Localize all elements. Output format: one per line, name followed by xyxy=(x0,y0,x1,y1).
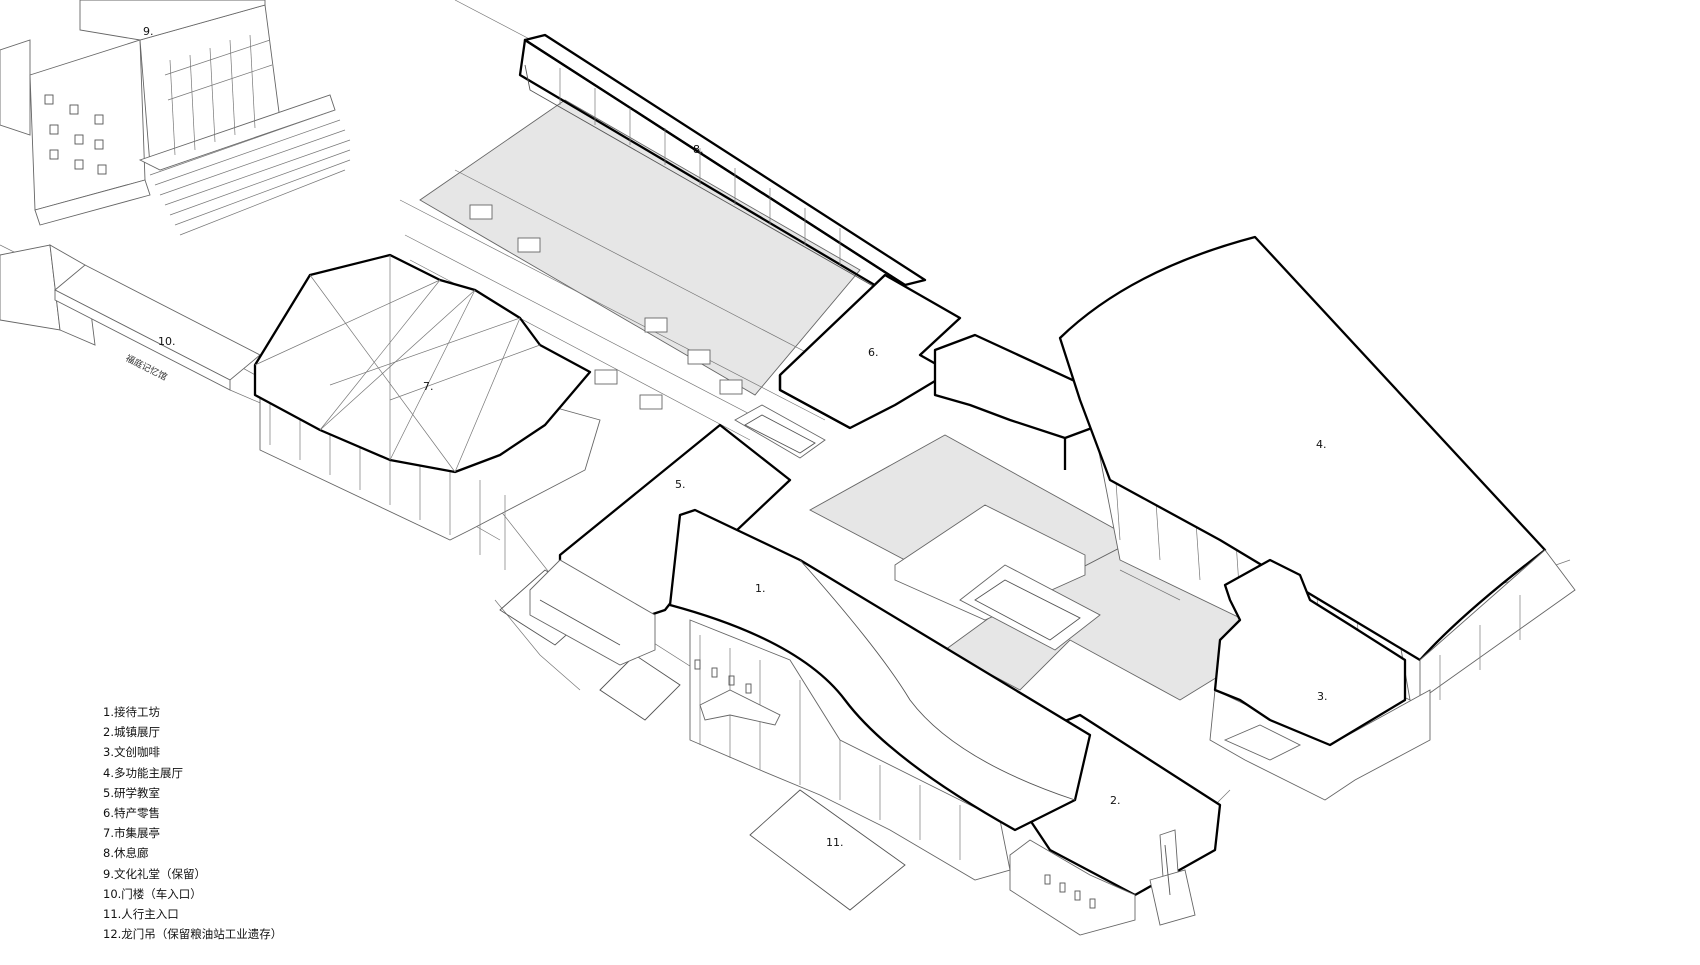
building-7-label: 7. xyxy=(423,380,434,393)
building-9-label: 9. xyxy=(143,25,154,38)
legend-item-11: 11.人行主入口 xyxy=(103,907,179,922)
gate-sign: 福庭记忆馆 xyxy=(124,352,170,383)
building-6-specialty-retail: 6. xyxy=(778,273,1107,470)
building-2-label: 2. xyxy=(1110,794,1121,807)
legend-item-9: 9.文化礼堂（保留） xyxy=(103,866,206,881)
legend-item-2: 2.城镇展厅 xyxy=(103,725,160,740)
legend-item-8: 8.休息廊 xyxy=(103,846,149,861)
courtyard-skylights xyxy=(469,204,743,410)
legend-item-12: 12.龙门吊（保留粮油站工业遗存） xyxy=(103,927,283,942)
legend-item-5: 5.研学教室 xyxy=(103,785,160,800)
legend: 1.接待工坊 2.城镇展厅 3.文创咖啡 4.多功能主展厅 5.研学教室 6.特… xyxy=(103,702,282,944)
legend-item-1: 1.接待工坊 xyxy=(103,705,160,719)
gantry-crane xyxy=(1149,829,1196,926)
building-8-label: 8. xyxy=(693,143,704,156)
legend-item-6: 6.特产零售 xyxy=(103,806,160,821)
building-6-label: 6. xyxy=(868,346,879,359)
legend-item-3: 3.文创咖啡 xyxy=(103,745,160,760)
building-3-label: 3. xyxy=(1317,690,1328,703)
legend-item-4: 4.多功能主展厅 xyxy=(103,765,183,780)
legend-item-7: 7.市集展亭 xyxy=(103,826,160,841)
building-3-cultural-cafe: 3. xyxy=(1209,558,1431,801)
building-10-label: 10. xyxy=(158,335,176,348)
legend-item-10: 10.门楼（车入口） xyxy=(103,886,202,901)
building-10-gate: 10. 福庭记忆馆 xyxy=(0,244,501,541)
building-5-research-classroom: 5. xyxy=(529,423,792,666)
central-courtyard xyxy=(894,504,1211,651)
building-7-market-pavilion: 7. xyxy=(253,253,601,570)
building-4-label: 4. xyxy=(1316,438,1327,451)
small-pavilion xyxy=(734,404,826,459)
building-5-label: 5. xyxy=(675,478,686,491)
building-9-culture-hall: 9. xyxy=(0,0,351,236)
building-1-reception-workshop: 1. xyxy=(668,508,1092,881)
building-11-label: 11. xyxy=(826,836,844,849)
building-1-label: 1. xyxy=(755,582,766,595)
